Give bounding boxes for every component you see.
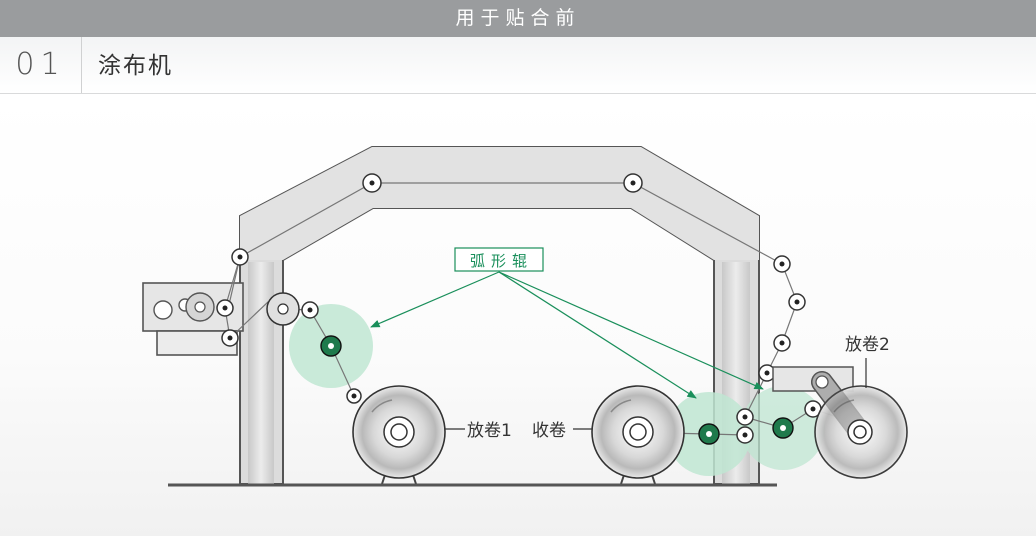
header-bar: 用于贴合前 bbox=[0, 0, 1036, 37]
guide-roller bbox=[346, 388, 362, 404]
section-title: 涂布机 bbox=[98, 53, 173, 79]
section-number: 01 bbox=[0, 37, 82, 93]
guide-roller bbox=[221, 329, 239, 347]
rewind-label: 收卷 bbox=[532, 421, 566, 441]
section-header: 01 涂布机 bbox=[0, 37, 1036, 94]
guide-roller bbox=[773, 334, 791, 352]
arc-roller bbox=[772, 417, 794, 439]
guide-roller bbox=[362, 173, 382, 193]
guide-roller bbox=[301, 301, 319, 319]
unwind1-label: 放卷1 bbox=[467, 421, 512, 441]
arc-roller-callout: 弧形辊 bbox=[370, 247, 764, 399]
arc-roller-label: 弧形辊 bbox=[470, 252, 533, 270]
guide-rollers bbox=[216, 173, 822, 444]
guide-roller bbox=[736, 426, 754, 444]
guide-roller bbox=[216, 299, 234, 317]
reel-unwind2 bbox=[811, 358, 908, 479]
arc-rollers bbox=[320, 335, 794, 445]
coating-machine-diagram: 弧形辊 放卷1 收卷 放卷2 bbox=[0, 94, 1036, 536]
guide-roller bbox=[231, 248, 249, 266]
guide-roller bbox=[736, 408, 754, 426]
reel-unwind1 bbox=[352, 385, 465, 485]
arc-roller bbox=[320, 335, 342, 357]
unwind2-label: 放卷2 bbox=[845, 335, 890, 355]
arc-roller bbox=[698, 423, 720, 445]
coating-roller bbox=[266, 292, 300, 326]
guide-roller bbox=[788, 293, 806, 311]
header-title: 用于贴合前 bbox=[455, 7, 581, 29]
left-coating-unit bbox=[142, 282, 244, 356]
reel-rewind bbox=[573, 385, 685, 485]
diagram-svg: 弧形辊 放卷1 收卷 放卷2 bbox=[142, 146, 908, 487]
guide-roller bbox=[773, 255, 791, 273]
guide-roller bbox=[623, 173, 643, 193]
